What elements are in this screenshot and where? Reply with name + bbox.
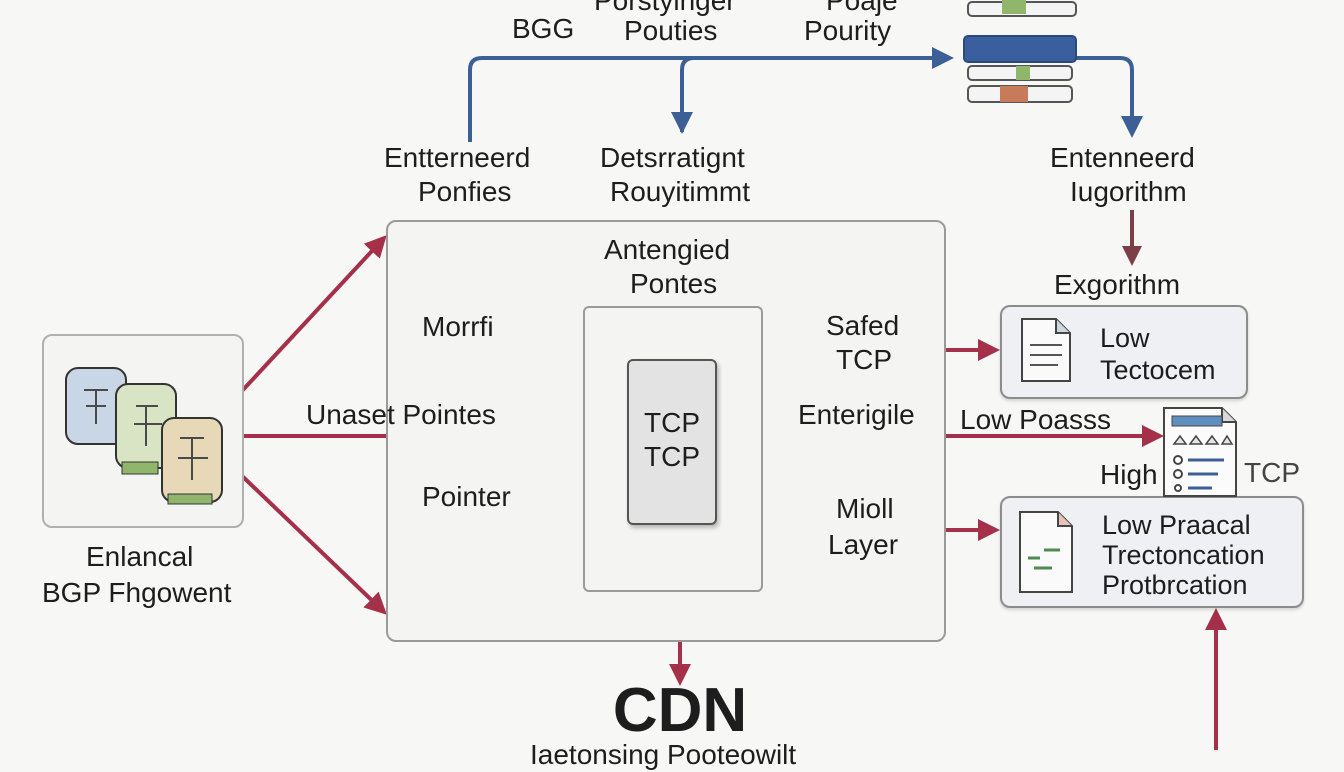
label-safed-tcp: TCP — [836, 344, 892, 375]
center-title-2: Pontes — [630, 268, 718, 299]
card-low-praacal[interactable]: Low Praacal Trectoncation Protbrcation — [1000, 496, 1304, 608]
cdn-title: CDN — [612, 676, 748, 745]
server-stack-icon — [963, 0, 1077, 103]
card1-line2: Tectocem — [1100, 355, 1216, 385]
label-mioll: Mioll — [836, 493, 894, 524]
core-label-1: TCP — [644, 407, 700, 438]
label-unaset-pointes: Unaset Pointes — [306, 399, 496, 430]
label-policy-a: Porstyinger — [594, 0, 736, 16]
center-title-1: Antengied — [604, 234, 731, 265]
card-low-tectocem[interactable]: Low Tectocem — [1000, 305, 1248, 399]
label-policy-b: Poaje — [826, 0, 898, 16]
label-entered-2: Entenneerd — [1050, 142, 1195, 173]
document-icon — [1021, 318, 1071, 382]
label-high: High — [1100, 459, 1158, 490]
card2-line3: Protbrcation — [1102, 570, 1248, 600]
label-dest-1: Detsrratignt — [600, 142, 745, 173]
label-tcp-tag: TCP — [1244, 457, 1300, 488]
label-layer: Layer — [828, 529, 899, 560]
label-entered-1b: Ponfies — [418, 176, 512, 207]
label-enterigile: Enterigile — [798, 399, 915, 430]
label-morrfi: Morrfi — [422, 311, 494, 342]
label-pointer: Pointer — [422, 481, 511, 512]
label-bgg: BGG — [512, 13, 575, 44]
cdn-caption: Iaetonsing Pooteowilt — [530, 739, 797, 770]
label-policy-b2: Pourity — [804, 15, 892, 46]
left-label-2: BGP Fhgowent — [42, 577, 232, 608]
label-entered-2b: Iugorithm — [1070, 176, 1187, 207]
left-label-1: Enlancal — [86, 541, 194, 572]
label-low-poasss: Low Poasss — [960, 404, 1111, 435]
label-safed: Safed — [826, 310, 900, 341]
core-label-2: TCP — [644, 441, 700, 472]
label-exgorithm: Exgorithm — [1054, 269, 1181, 300]
label-entered-1: Entterneerd — [384, 142, 531, 173]
router-cluster-icon — [65, 367, 223, 505]
top-flow-arrows — [468, 47, 1143, 142]
checklist-icon — [1163, 407, 1237, 497]
label-dest-1b: Rouyitimmt — [610, 176, 751, 207]
tcp-core-block: TCP TCP — [627, 359, 717, 525]
card2-line2: Trectoncation — [1102, 540, 1265, 570]
document-chart-icon — [1019, 511, 1073, 593]
bgp-router-panel — [42, 334, 244, 528]
card1-line1: Low — [1100, 323, 1150, 353]
card2-line1: Low Praacal — [1102, 510, 1251, 540]
label-policy-a2: Pouties — [624, 15, 718, 46]
